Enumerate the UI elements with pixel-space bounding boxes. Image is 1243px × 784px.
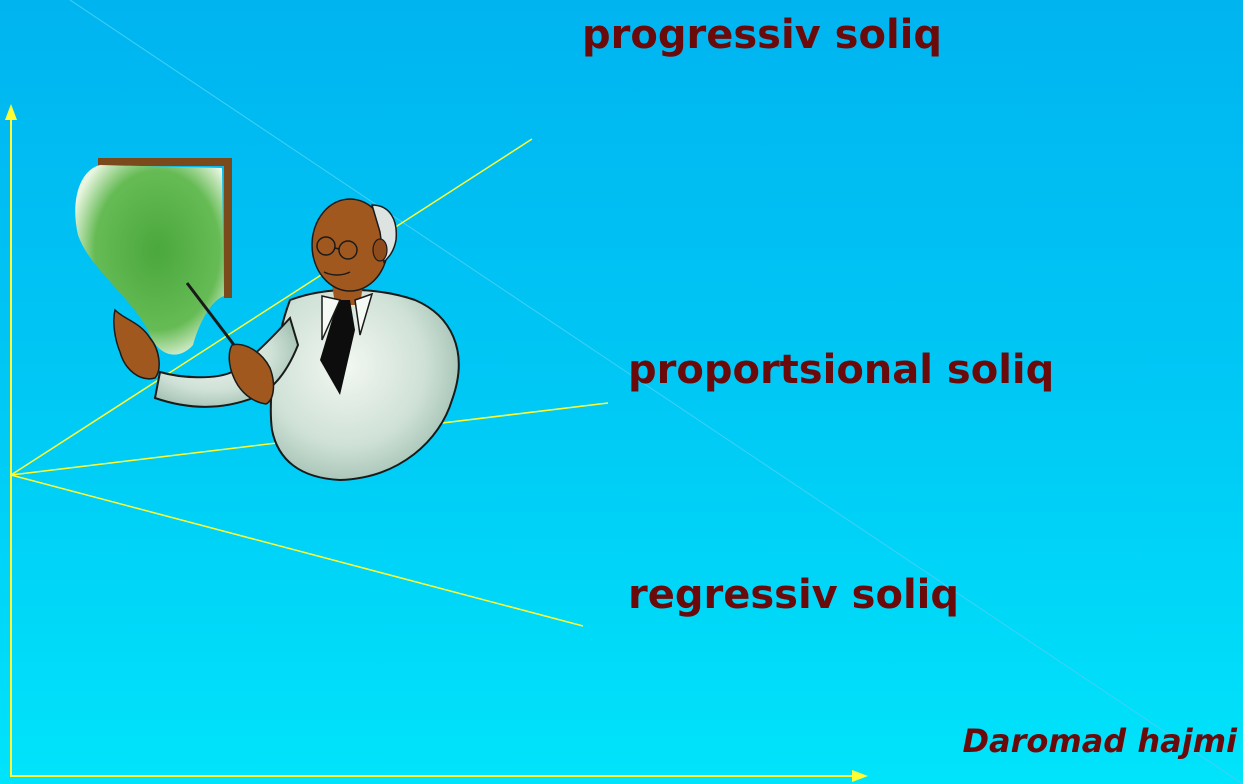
teacher-hand-right — [228, 343, 275, 405]
label-proportional-tax: proportsional soliq — [628, 347, 1055, 393]
teacher-hair — [370, 204, 398, 264]
board-surface — [75, 165, 224, 355]
y-axis-arrow — [5, 104, 17, 120]
teacher-mouth — [323, 271, 351, 276]
glasses-lens-right — [338, 240, 358, 260]
teacher-tie — [320, 300, 355, 395]
label-regressive-tax: regressiv soliq — [628, 572, 960, 618]
label-progressive-tax: progressiv soliq — [582, 12, 942, 58]
teacher-collar — [321, 292, 374, 341]
board-frame-top — [98, 158, 232, 166]
teacher-coat — [269, 288, 460, 482]
background-streak — [69, 0, 1243, 784]
teacher-hand-left — [113, 308, 160, 380]
glasses-lens-left — [316, 236, 336, 256]
teacher-ear — [372, 238, 388, 262]
progressive-line — [10, 138, 533, 476]
x-axis-label: Daromad hajmi — [962, 722, 1237, 760]
board-frame-side — [224, 162, 232, 298]
glasses-bridge — [334, 247, 340, 250]
x-axis-arrow — [852, 770, 868, 782]
teacher-pointing-at-board-icon — [75, 158, 460, 482]
regressive-line — [10, 474, 584, 627]
